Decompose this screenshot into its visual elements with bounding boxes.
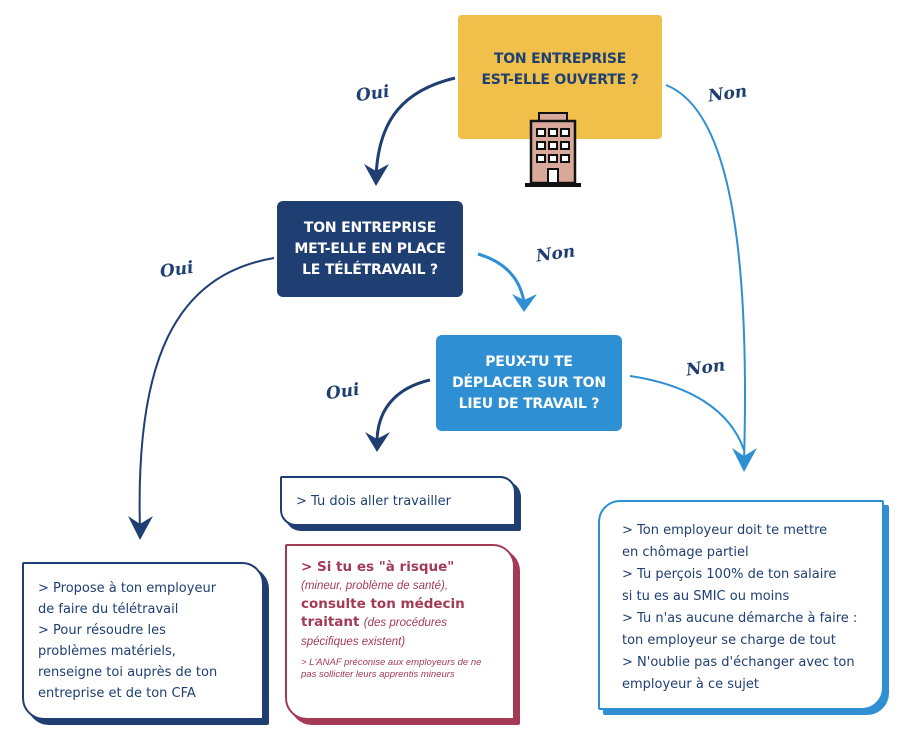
q2-line2: MET-ELLE EN PLACE [294,240,446,257]
chomage-line: en chômage partiel [622,545,749,560]
q2-line1: TON ENTREPRISE [303,219,437,236]
q3-line2: DÉPLACER SUR TON [452,374,606,391]
chomage-line: > Tu perçois 100% de ton salaire [622,567,837,582]
aller-travailler-text: > Tu dois aller travailler [296,493,451,509]
q2-line3: LE TÉLÉTRAVAIL ? [302,261,438,278]
chomage-line: > Ton employeur doit te mettre [622,523,828,538]
box-chomage-partiel: > Ton employeur doit te mettre en chômag… [598,500,884,710]
risk-note: > L'ANAF préconise aux employeurs de ne … [301,657,482,680]
arrow-q3-oui [375,378,431,441]
teletravail-line: renseigne toi auprès de ton [38,665,218,680]
chomage-line: ton employeur se charge de tout [622,633,836,648]
chomage-line: employeur à ce sujet [622,677,759,692]
teletravail-line: entreprise et de ton CFA [38,686,196,701]
building-icon [525,112,581,187]
box-teletravail: > Propose à ton employeur de faire du té… [22,562,264,720]
chomage-line: > N'oublie pas d'échanger avec ton [622,655,855,670]
box-aller-travailler: > Tu dois aller travailler [280,476,516,526]
risk-prefix: > Si tu es "à risque" [301,559,455,575]
teletravail-line: > Pour résoudre les [38,623,166,638]
arrow-q3-non [629,375,745,451]
chomage-line: > Tu n'as aucune démarche à faire : [622,611,858,626]
teletravail-line: > Propose à ton employeur [38,581,217,596]
arrow-q2-oui [138,257,275,531]
question-deplacer: PEUX-TU TE DÉPLACER SUR TON LIEU DE TRAV… [436,335,622,431]
question-teletravail: TON ENTREPRISE MET-ELLE EN PLACE LE TÉLÉ… [277,201,463,297]
teletravail-line: problèmes matériels, [38,644,176,659]
risk-consult: consulte ton médecin traitant [301,596,465,630]
arrow-q1-non [665,84,746,463]
q1-line1: TON ENTREPRISE [493,51,627,67]
q3-line1: PEUX-TU TE [485,353,573,370]
arrow-q1-oui [374,76,456,179]
q3-line3: LIEU DE TRAVAIL ? [458,395,600,412]
chomage-line: si tu es au SMIC ou moins [622,589,790,604]
box-a-risque: > Si tu es "à risque" (mineur, problème … [285,544,515,720]
risk-procedures: (des procédures spécifiques existent) [301,617,447,648]
risk-detail: (mineur, problème de santé), [301,580,449,592]
arrow-q2-non [477,252,526,303]
q1-line2: EST-ELLE OUVERTE ? [481,72,639,88]
teletravail-line: de faire du télétravail [38,602,179,617]
